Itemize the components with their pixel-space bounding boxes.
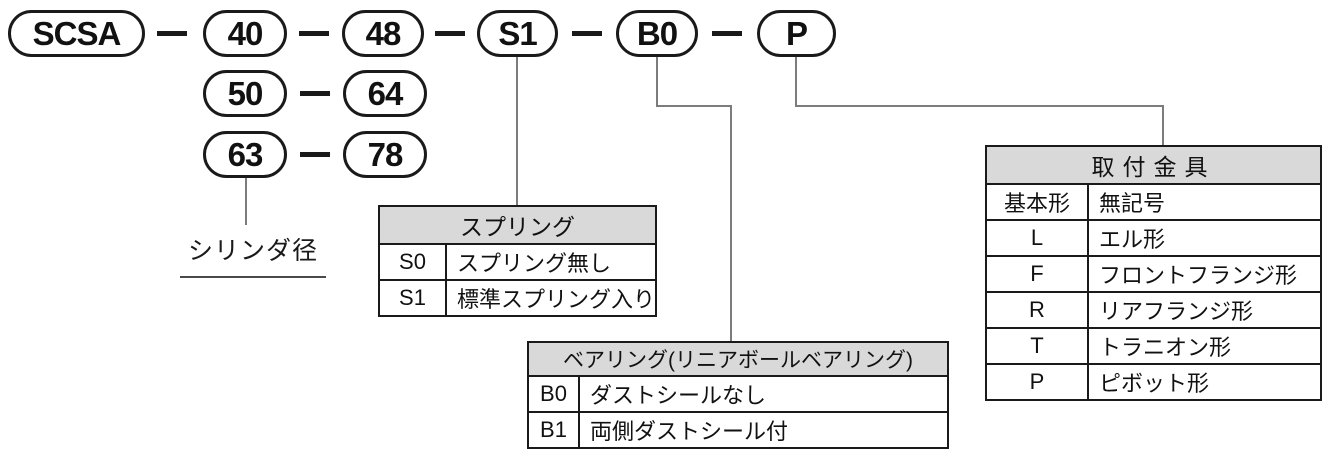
bearing-code-b1: B1 [527, 411, 580, 449]
mounting-code-t: T [985, 327, 1089, 365]
mounting-desc-l: エル形 [1087, 219, 1322, 257]
mounting-desc-t: トラニオン形 [1087, 327, 1322, 365]
bearing-table-title: ベアリング(リニアボールベアリング) [527, 341, 949, 377]
code-pill-mounting-p: P [757, 10, 836, 57]
code-pill-series: SCSA [8, 10, 145, 57]
connector-line-mounting-drop [795, 57, 797, 107]
code-pill-stroke-64: 64 [343, 70, 427, 117]
dash-separator [300, 91, 330, 96]
mounting-desc-p: ピボット形 [1087, 363, 1322, 401]
bearing-table: ベアリング(リニアボールベアリング) B0 ダストシールなし B1 両側ダストシ… [527, 341, 949, 449]
spring-table: スプリング S0 スプリング無し S1 標準スプリング入り [378, 205, 657, 317]
mounting-code-l: L [985, 219, 1089, 257]
cylinder-bore-label: シリンダ径 [180, 231, 327, 278]
table-row: B1 両側ダストシール付 [527, 411, 949, 449]
dash-separator [157, 31, 187, 36]
bearing-desc-b1: 両側ダストシール付 [578, 411, 949, 449]
dash-separator [435, 31, 465, 36]
table-row: B0 ダストシールなし [527, 375, 949, 413]
table-row: 基本形 無記号 [985, 183, 1322, 221]
code-pill-bore-63: 63 [203, 131, 287, 178]
mounting-code-p: P [985, 363, 1089, 401]
connector-line-bearing-drop [656, 57, 658, 107]
dash-separator [300, 152, 330, 157]
bearing-desc-b0: ダストシールなし [578, 375, 949, 413]
connector-line-bearing-across [656, 105, 732, 107]
code-pill-bore-40: 40 [203, 10, 287, 57]
table-row: F フロントフランジ形 [985, 255, 1322, 293]
connector-line-spring [516, 57, 518, 205]
spring-code-s1: S1 [378, 279, 447, 317]
mounting-code-r: R [985, 291, 1089, 329]
dash-separator [572, 31, 602, 36]
mounting-desc-f: フロントフランジ形 [1087, 255, 1322, 293]
dash-separator [712, 31, 742, 36]
mounting-code-f: F [985, 255, 1089, 293]
table-row: S0 スプリング無し [378, 243, 657, 281]
connector-line-mounting-across [795, 105, 1164, 107]
code-pill-stroke-48: 48 [342, 10, 424, 57]
code-pill-stroke-78: 78 [343, 131, 427, 178]
code-pill-bore-50: 50 [203, 70, 287, 117]
code-pill-spring-s1: S1 [477, 10, 558, 57]
dash-separator [299, 31, 329, 36]
table-row: R リアフランジ形 [985, 291, 1322, 329]
spring-code-s0: S0 [378, 243, 447, 281]
bearing-code-b0: B0 [527, 375, 580, 413]
table-row: S1 標準スプリング入り [378, 279, 657, 317]
mounting-code-basic: 基本形 [985, 183, 1089, 221]
table-row: T トラニオン形 [985, 327, 1322, 365]
mounting-desc-r: リアフランジ形 [1087, 291, 1322, 329]
connector-line-bearing-down [730, 105, 732, 341]
code-pill-bearing-b0: B0 [616, 10, 698, 57]
spring-desc-s0: スプリング無し [445, 243, 657, 281]
mounting-table-title: 取付金具 [985, 145, 1322, 185]
spring-table-title: スプリング [378, 205, 657, 245]
connector-line-bore [245, 178, 247, 225]
table-row: L エル形 [985, 219, 1322, 257]
spring-desc-s1: 標準スプリング入り [445, 279, 657, 317]
mounting-table: 取付金具 基本形 無記号 L エル形 F フロントフランジ形 R リアフランジ形… [985, 145, 1322, 401]
mounting-desc-basic: 無記号 [1087, 183, 1322, 221]
table-row: P ピボット形 [985, 363, 1322, 401]
connector-line-mounting-down [1162, 105, 1164, 147]
